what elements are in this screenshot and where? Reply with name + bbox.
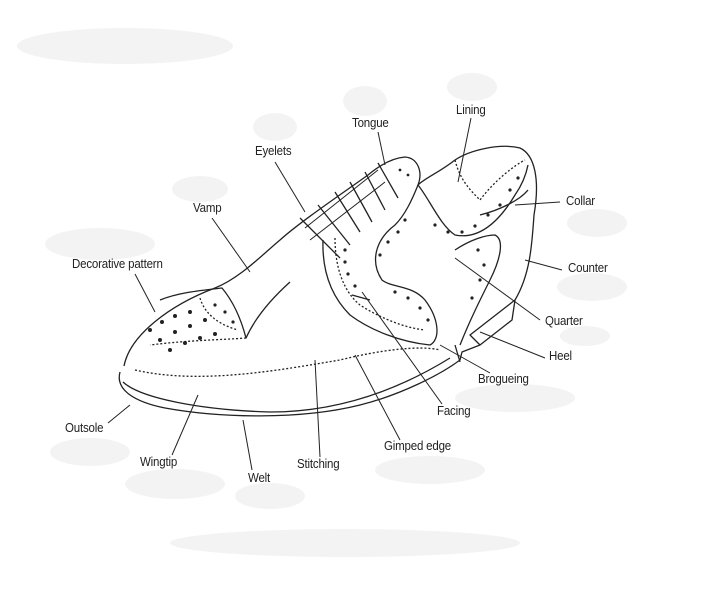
brogue-perforations xyxy=(148,168,520,352)
label-stitching: Stitching xyxy=(297,457,340,471)
label-vamp: Vamp xyxy=(193,201,222,215)
label-lining: Lining xyxy=(456,103,486,117)
label-facing: Facing xyxy=(437,404,471,418)
label-eyelets: Eyelets xyxy=(255,144,292,158)
label-brogueing: Brogueing xyxy=(478,372,529,386)
label-heel: Heel xyxy=(549,349,572,363)
shoe-outline xyxy=(118,145,538,417)
label-welt: Welt xyxy=(248,471,271,485)
label-collar: Collar xyxy=(566,194,595,208)
label-counter: Counter xyxy=(568,261,608,275)
label-outsole: Outsole xyxy=(65,421,104,435)
label-quarter: Quarter xyxy=(545,314,583,328)
label-decorative-pattern: Decorative pattern xyxy=(72,257,163,271)
label-wingtip: Wingtip xyxy=(140,455,178,469)
label-tongue: Tongue xyxy=(352,116,389,130)
label-gimped-edge: Gimped edge xyxy=(384,439,452,453)
leader-lines xyxy=(107,117,563,471)
smudges xyxy=(17,28,627,557)
